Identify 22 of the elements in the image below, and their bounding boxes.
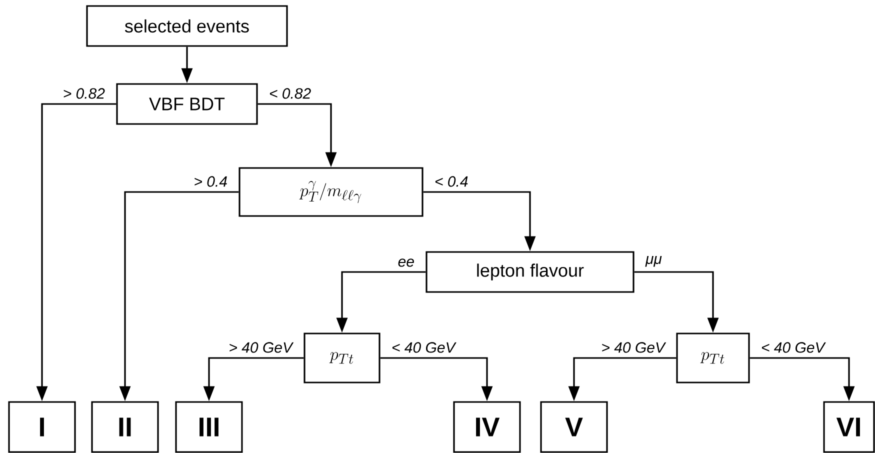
category-box: VI xyxy=(823,401,875,453)
edge-label: > 0.82 xyxy=(64,88,105,99)
edge-label: < 40 GeV xyxy=(762,342,826,353)
decision-box: lepton flavour xyxy=(426,251,634,293)
edge-label: < 0.82 xyxy=(270,88,311,99)
decision-box: $p_T^\gamma/m_{\ell\ell\gamma}$ xyxy=(238,167,424,217)
edge-label: > 0.4 xyxy=(194,176,227,187)
category-box: IV xyxy=(453,401,521,453)
edge-label: < 40 GeV xyxy=(392,342,456,353)
edge-label: μμ xyxy=(645,256,662,267)
edge-label: < 0.4 xyxy=(435,176,468,187)
edge-label: > 40 GeV xyxy=(602,342,666,353)
edge-label: > 40 GeV xyxy=(230,342,294,353)
category-box: III xyxy=(175,401,243,453)
category-box: II xyxy=(91,401,159,453)
decision-box: $p_{Tt}$ xyxy=(676,332,750,384)
category-box: V xyxy=(540,401,608,453)
process-box: selected events xyxy=(86,5,288,47)
category-box: I xyxy=(8,401,76,453)
decision-box: VBF BDT xyxy=(116,83,258,125)
decision-box: $p_{Tt}$ xyxy=(304,332,380,384)
edge-label: ee xyxy=(398,258,414,267)
